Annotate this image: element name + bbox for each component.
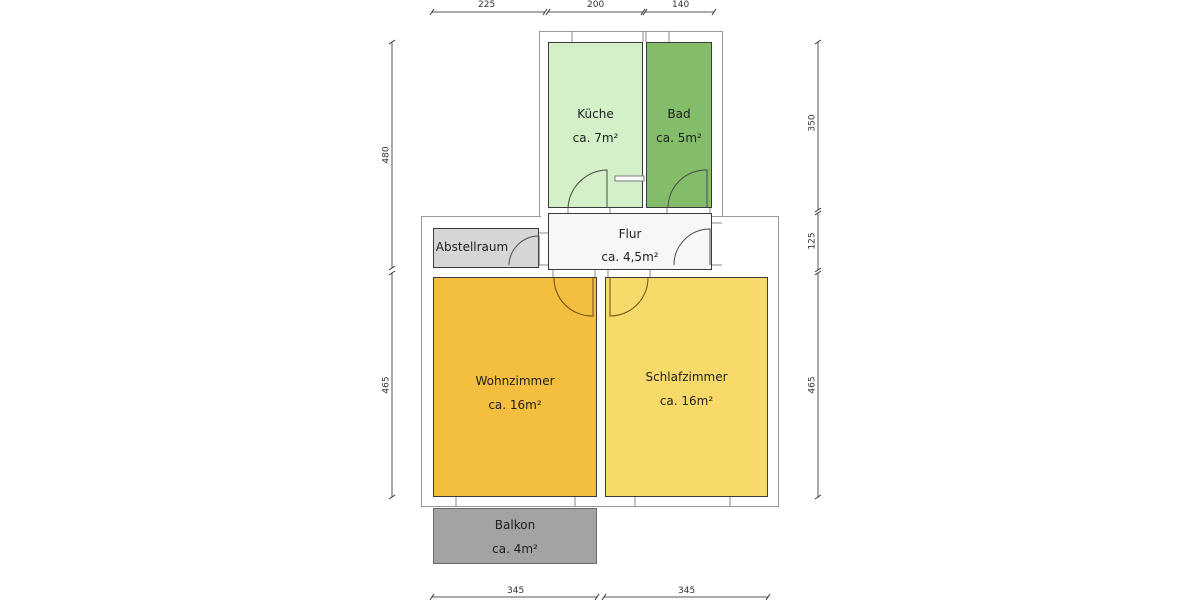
- room-schlafzimmer[interactable]: Schlafzimmer ca. 16m²: [605, 277, 768, 497]
- room-area: ca. 16m²: [659, 394, 714, 408]
- room-area: ca. 5m²: [656, 131, 702, 145]
- dim-top-3: 140: [672, 0, 690, 10]
- room-flur[interactable]: Flur ca. 4,5m²: [548, 213, 712, 270]
- room-name: Abstellraum: [435, 240, 509, 254]
- room-name: Schlafzimmer: [645, 370, 728, 384]
- door-abstellraum: [508, 235, 540, 266]
- door-schlafzimmer: [609, 276, 649, 317]
- dim-bottom-2: 345: [678, 586, 696, 596]
- room-name: Balkon: [494, 518, 536, 532]
- dim-top-1: 225: [478, 0, 496, 10]
- room-area: ca. 4m²: [492, 542, 538, 556]
- room-name: Bad: [667, 107, 691, 121]
- room-area: ca. 16m²: [488, 398, 542, 412]
- dim-left-1: 480: [381, 146, 392, 164]
- dim-right-1: 350: [807, 114, 818, 132]
- door-flur: [673, 228, 711, 266]
- pass-through: [614, 175, 645, 182]
- room-abstellraum[interactable]: Abstellraum: [433, 228, 539, 268]
- room-area: ca. 7m²: [572, 131, 619, 145]
- dim-right-3: 465: [807, 376, 818, 394]
- room-balkon[interactable]: Balkon ca. 4m²: [433, 508, 597, 564]
- room-name: Küche: [577, 107, 614, 121]
- outer-wall-right-step: [712, 216, 779, 267]
- room-name: Wohnzimmer: [475, 374, 555, 388]
- dim-top-2: 200: [587, 0, 605, 10]
- dim-bottom-1: 345: [507, 586, 525, 596]
- room-bad[interactable]: Bad ca. 5m²: [646, 42, 712, 208]
- door-wohnzimmer: [553, 276, 594, 317]
- door-kueche: [567, 169, 608, 209]
- room-area: ca. 4,5m²: [601, 250, 659, 264]
- room-name: Flur: [618, 227, 642, 241]
- dim-left-2: 465: [381, 376, 392, 394]
- dim-right-2: 125: [807, 232, 818, 250]
- door-bad: [667, 169, 708, 209]
- room-wohnzimmer[interactable]: Wohnzimmer ca. 16m²: [433, 277, 597, 497]
